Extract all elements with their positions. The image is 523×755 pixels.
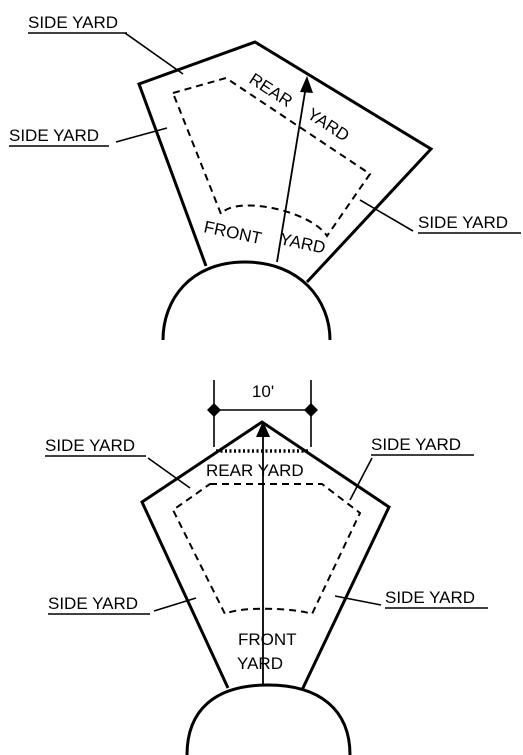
leader-line: [115, 127, 168, 143]
lot-boundary: [140, 420, 391, 691]
leader-line: [147, 457, 191, 489]
rear-label-word-1: REAR: [246, 69, 296, 111]
rear-yard-label: REAR YARD: [206, 461, 304, 480]
leader-line: [334, 595, 382, 606]
arrowhead-up-icon: [256, 421, 270, 437]
side-yard-label-right: SIDE YARD: [418, 213, 508, 232]
street-cul-de-sac: [185, 683, 352, 755]
front-label-word-1: FRONT: [202, 217, 263, 248]
rear-label-word-2: YARD: [304, 104, 353, 145]
setback-line: [171, 483, 362, 616]
diamond-marker-icon: [207, 403, 221, 417]
side-yard-label-upper-left: SIDE YARD: [45, 436, 135, 455]
diagram-pentagon-lot: 10' REAR YARD SIDE YARD SIDE YARD SIDE Y…: [45, 380, 488, 755]
diagram-irregular-lot: SIDE YARD SIDE YARD SIDE YARD REAR YARD …: [9, 13, 521, 341]
side-yard-label-top-left: SIDE YARD: [28, 13, 118, 32]
leader-line: [124, 32, 184, 75]
leader-line: [349, 457, 373, 501]
leader-line: [153, 597, 197, 612]
side-yard-label-upper-right: SIDE YARD: [371, 435, 461, 454]
leader-line: [359, 199, 414, 232]
dimension-label: 10': [252, 382, 274, 401]
front-label-word-2: YARD: [237, 654, 283, 673]
street-cul-de-sac: [161, 260, 332, 341]
arrowhead-up-icon: [300, 76, 313, 93]
side-yard-label-left: SIDE YARD: [9, 126, 99, 145]
side-yard-label-lower-left: SIDE YARD: [48, 594, 138, 613]
front-label-word-1: FRONT: [238, 630, 297, 649]
lot-boundary: [137, 40, 434, 284]
front-rear-arrow-line: [276, 85, 307, 263]
diamond-marker-icon: [304, 403, 318, 417]
setback-line: [171, 76, 372, 238]
front-label-word-2: YARD: [278, 229, 327, 257]
side-yard-label-lower-right: SIDE YARD: [385, 588, 475, 607]
